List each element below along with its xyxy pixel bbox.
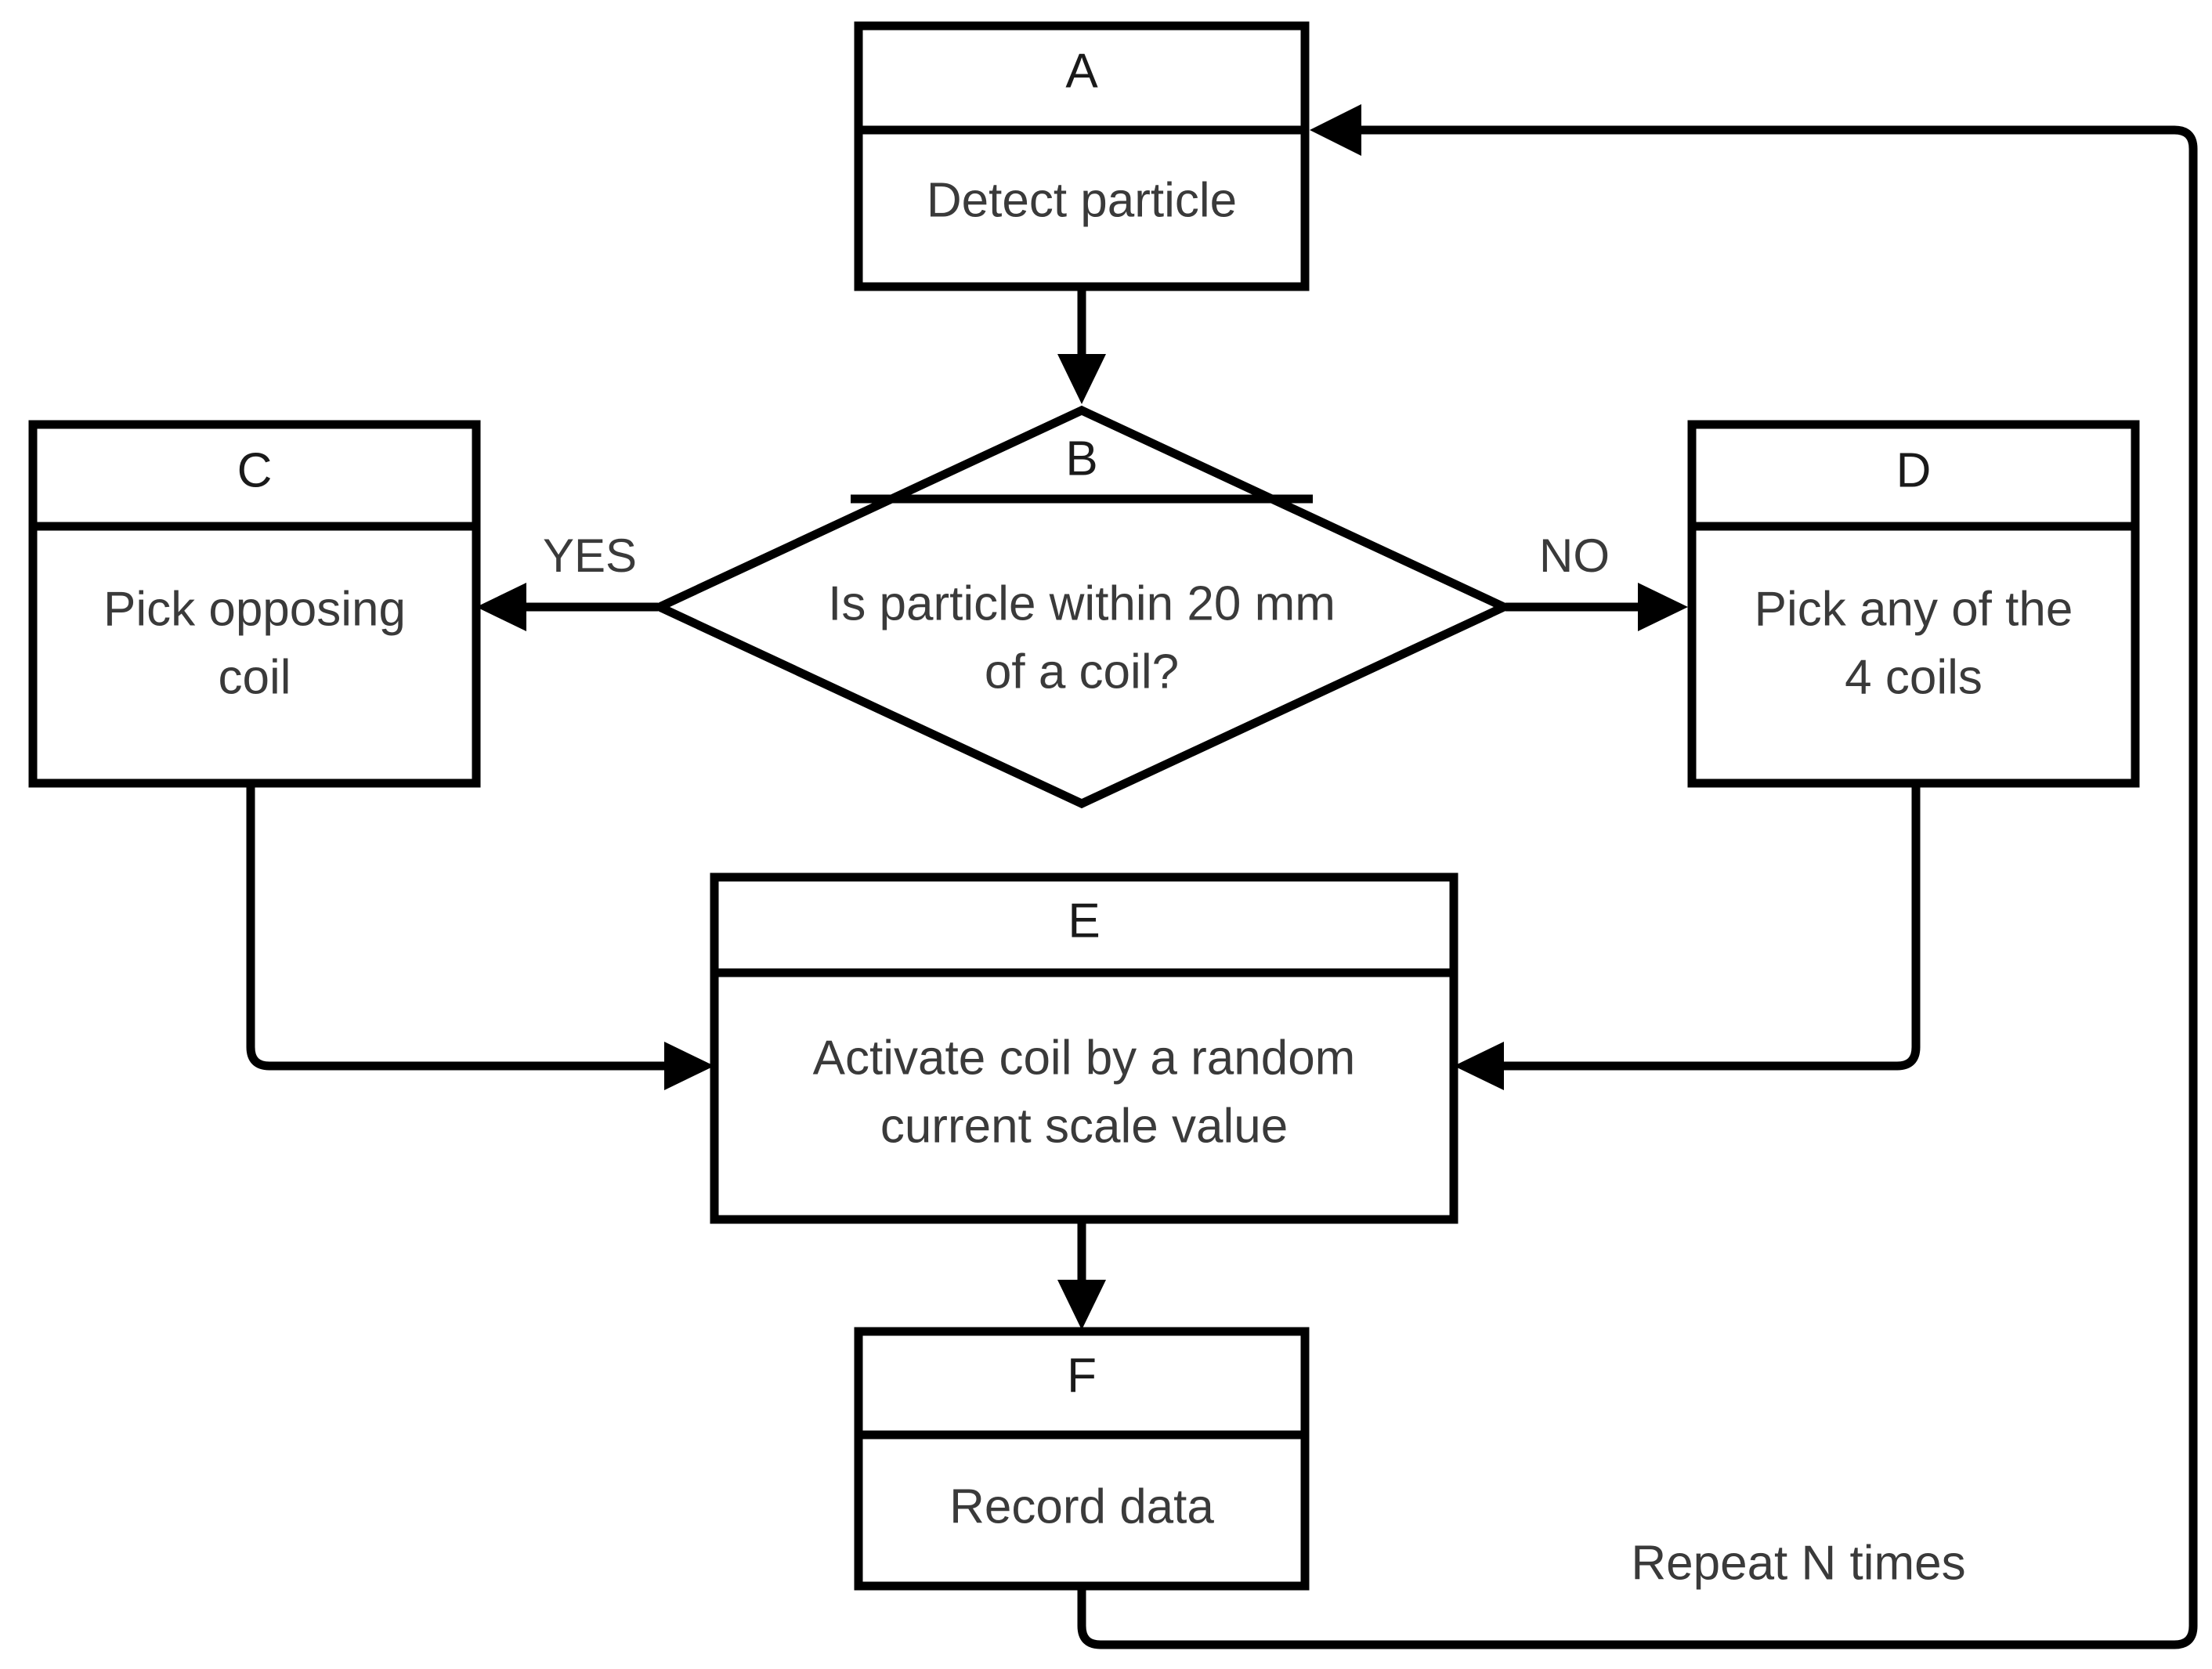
- node-e[interactable]: E Activate coil by a random current scal…: [710, 872, 1458, 1224]
- node-d-body-line-2: 4 coils: [1845, 650, 1982, 704]
- edge-f-to-a-arrowhead: [1310, 104, 1361, 156]
- node-f-box[interactable]: [854, 1327, 1310, 1591]
- edge-b-to-c: YES: [476, 529, 658, 631]
- node-f-id-label: F: [1067, 1349, 1097, 1403]
- node-c-body-line-1: Pick opposing: [103, 582, 406, 636]
- edge-d-to-e-line: [1501, 783, 1921, 1071]
- node-d-body-line-1: Pick any of the: [1755, 582, 2073, 636]
- edge-a-to-b-arrowhead: [1057, 354, 1106, 404]
- edge-b-to-d: NO: [1505, 529, 1688, 631]
- edge-d-to-e-arrowhead: [1454, 1042, 1504, 1090]
- node-f[interactable]: F Record data: [854, 1327, 1310, 1591]
- node-e-body-line-1: Activate coil by a random: [813, 1031, 1356, 1085]
- node-d-box[interactable]: [1687, 420, 2140, 788]
- node-e-box[interactable]: [710, 872, 1458, 1224]
- edge-label-no: NO: [1539, 529, 1610, 582]
- node-b[interactable]: B Is particle within 20 mm of a coil?: [649, 405, 1515, 809]
- node-e-id-label: E: [1068, 894, 1100, 948]
- node-f-body-line-1: Record data: [949, 1479, 1214, 1534]
- edge-f-to-a-feedback-loop: Repeat N times: [1077, 104, 2198, 1649]
- node-c[interactable]: C Pick opposing coil: [28, 420, 481, 788]
- node-d[interactable]: D Pick any of the 4 coils: [1687, 420, 2140, 788]
- node-a-id-label: A: [1065, 44, 1098, 98]
- node-d-id-label: D: [1896, 443, 1932, 497]
- edge-c-to-e: [246, 783, 714, 1090]
- node-a[interactable]: A Detect particle: [854, 21, 1310, 291]
- edge-c-to-e-line: [246, 783, 667, 1071]
- node-b-body-line-1: Is particle within 20 mm: [828, 576, 1336, 630]
- edge-d-to-e: [1454, 783, 1921, 1090]
- node-a-box[interactable]: [854, 21, 1310, 291]
- edge-a-to-b: [1057, 288, 1106, 404]
- node-b-body-line-2: of a coil?: [985, 645, 1179, 699]
- edge-label-yes: YES: [543, 529, 637, 582]
- edge-e-to-f: [1057, 1219, 1106, 1330]
- edge-e-to-f-arrowhead: [1057, 1280, 1106, 1330]
- node-b-diamond[interactable]: [649, 405, 1515, 809]
- edge-b-to-c-arrowhead: [476, 583, 526, 631]
- node-c-body-line-2: coil: [218, 650, 291, 704]
- edge-f-to-a-line: [1077, 125, 2198, 1649]
- node-c-id-label: C: [237, 443, 273, 497]
- node-e-body-line-2: current scale value: [880, 1099, 1288, 1153]
- edge-label-repeat-n-times: Repeat N times: [1631, 1536, 1965, 1590]
- node-c-box[interactable]: [28, 420, 481, 788]
- node-b-id-label: B: [1065, 432, 1097, 486]
- node-a-body-line-1: Detect particle: [927, 173, 1237, 227]
- edge-c-to-e-arrowhead: [664, 1042, 714, 1090]
- edge-b-to-d-arrowhead: [1638, 583, 1688, 631]
